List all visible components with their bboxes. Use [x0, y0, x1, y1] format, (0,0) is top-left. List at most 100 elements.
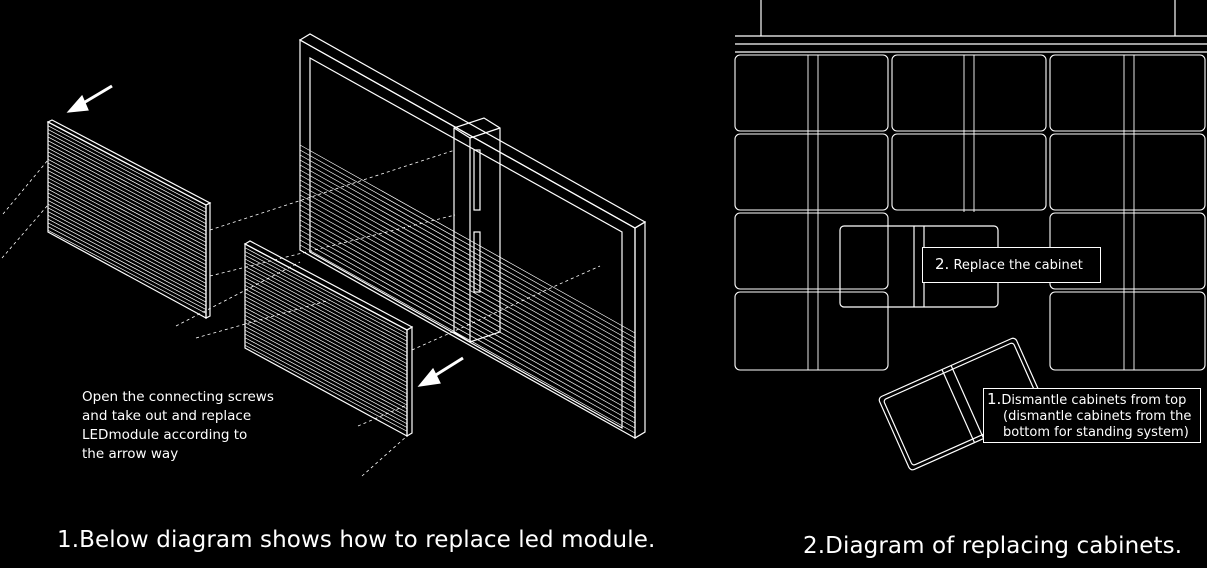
- led-strip-line: [299, 234, 636, 424]
- led-strip-line: [244, 281, 408, 368]
- led-strip-line: [299, 159, 636, 349]
- led-strip-line: [299, 194, 636, 384]
- cabinet-grid: [734, 0, 1207, 371]
- led-strip-line: [47, 151, 207, 236]
- removed-cabinet: [878, 337, 1047, 471]
- led-strip-line: [244, 344, 408, 432]
- led-strip-line: [47, 226, 207, 310]
- led-strip-line: [299, 174, 636, 364]
- screw-guide-lines: [1, 149, 601, 477]
- led-strip-line: [47, 159, 207, 243]
- led-strip-line: [47, 136, 207, 221]
- led-strip-line: [244, 314, 408, 402]
- led-strip-line: [244, 311, 408, 398]
- cabinet-cell: [891, 54, 1047, 132]
- module-instruction: Open the connecting screws and take out …: [82, 388, 274, 464]
- led-strip-line: [299, 204, 636, 394]
- led-strip-line: [299, 209, 636, 399]
- replace-step-number: 2.: [935, 255, 950, 273]
- led-strip-line: [47, 132, 207, 217]
- cabinet-cell: [891, 133, 1047, 211]
- arrow-icon-top: [66, 84, 113, 113]
- led-strip-line: [47, 218, 207, 303]
- cabinet-cell: [1049, 133, 1206, 211]
- led-strip-line: [47, 215, 207, 299]
- cabinet-frame: [298, 33, 647, 440]
- instruction-line-2: and take out and replace: [82, 408, 252, 424]
- led-strip-line: [47, 185, 207, 269]
- led-strip-line: [299, 244, 636, 434]
- led-strip-line: [244, 318, 408, 406]
- led-strip-line: [47, 155, 207, 239]
- led-strip-line: [47, 181, 207, 266]
- led-strip-line: [244, 307, 408, 395]
- led-strip-line: [47, 229, 207, 314]
- dismantle-line-2: (dismantle cabinets from the: [1003, 409, 1192, 424]
- dismantle-step-number: 1.: [987, 390, 1002, 408]
- module-back-stripes: [47, 125, 207, 314]
- cabinet-cell: [734, 212, 889, 290]
- led-strip-line: [47, 147, 207, 232]
- led-strip-line: [47, 173, 207, 258]
- cabinet-cell: [734, 291, 889, 371]
- led-strip-line: [299, 144, 636, 334]
- led-strip-line: [299, 184, 636, 374]
- led-strip-line: [244, 273, 408, 361]
- module-panel-back: [46, 119, 212, 320]
- led-strip-line: [299, 199, 636, 389]
- arrow-icon-bottom: [417, 356, 464, 387]
- led-strip-line: [244, 266, 408, 353]
- led-strip-line: [47, 177, 207, 262]
- led-strip-line: [47, 129, 207, 213]
- instruction-line-4: the arrow way: [82, 446, 179, 462]
- led-strip-line: [299, 154, 636, 344]
- replace-step-text: Replace the cabinet: [953, 258, 1083, 273]
- cabinet-cell: [1049, 54, 1206, 132]
- cabinet-cell: [1049, 291, 1206, 371]
- dismantle-line-1: Dismantle cabinets from top: [1001, 393, 1187, 408]
- led-strip-line: [47, 222, 207, 307]
- led-strip-line: [299, 164, 636, 354]
- led-strip-line: [244, 296, 408, 383]
- left-caption: 1.Below diagram shows how to replace led…: [57, 527, 656, 553]
- led-strip-line: [47, 211, 207, 295]
- led-strip-line: [244, 322, 408, 410]
- cabinet-cell: [734, 133, 889, 211]
- led-strip-line: [299, 229, 636, 419]
- led-strip-line: [47, 200, 207, 284]
- led-strip-line: [244, 326, 408, 413]
- led-strip-line: [244, 247, 408, 335]
- led-strip-line: [299, 239, 636, 429]
- instruction-line-3: LEDmodule according to: [82, 427, 248, 443]
- module-front-stripes: [244, 247, 408, 432]
- led-strip-line: [244, 288, 408, 376]
- led-strip-line: [244, 333, 408, 421]
- led-strip-line: [299, 224, 636, 414]
- led-strip-line: [299, 179, 636, 369]
- led-strip-line: [47, 170, 207, 254]
- led-strip-line: [47, 140, 207, 224]
- led-strip-line: [244, 284, 408, 372]
- dismantle-cabinets-label: 1.Dismantle cabinets from top (dismantle…: [983, 388, 1201, 443]
- led-strip-line: [244, 269, 408, 357]
- led-strip-line: [244, 341, 408, 428]
- led-strip-line: [299, 169, 636, 359]
- center-post: [453, 117, 501, 343]
- led-strip-line: [47, 196, 207, 280]
- led-strip-line: [299, 149, 636, 339]
- dismantle-line-3: bottom for standing system): [1003, 425, 1189, 440]
- led-strip-line: [47, 188, 207, 273]
- led-strip-line: [244, 299, 408, 387]
- led-strip-line: [299, 189, 636, 379]
- led-strip-line: [244, 292, 408, 380]
- cabinet-cell: [734, 54, 889, 132]
- led-strip-line: [244, 277, 408, 365]
- led-strip-line: [299, 219, 636, 409]
- led-strip-line: [244, 337, 408, 425]
- instruction-line-1: Open the connecting screws: [82, 389, 274, 405]
- led-strip-line: [47, 125, 207, 210]
- led-strip-line: [47, 162, 207, 247]
- led-strip-line: [244, 251, 408, 338]
- led-strip-line: [244, 258, 408, 346]
